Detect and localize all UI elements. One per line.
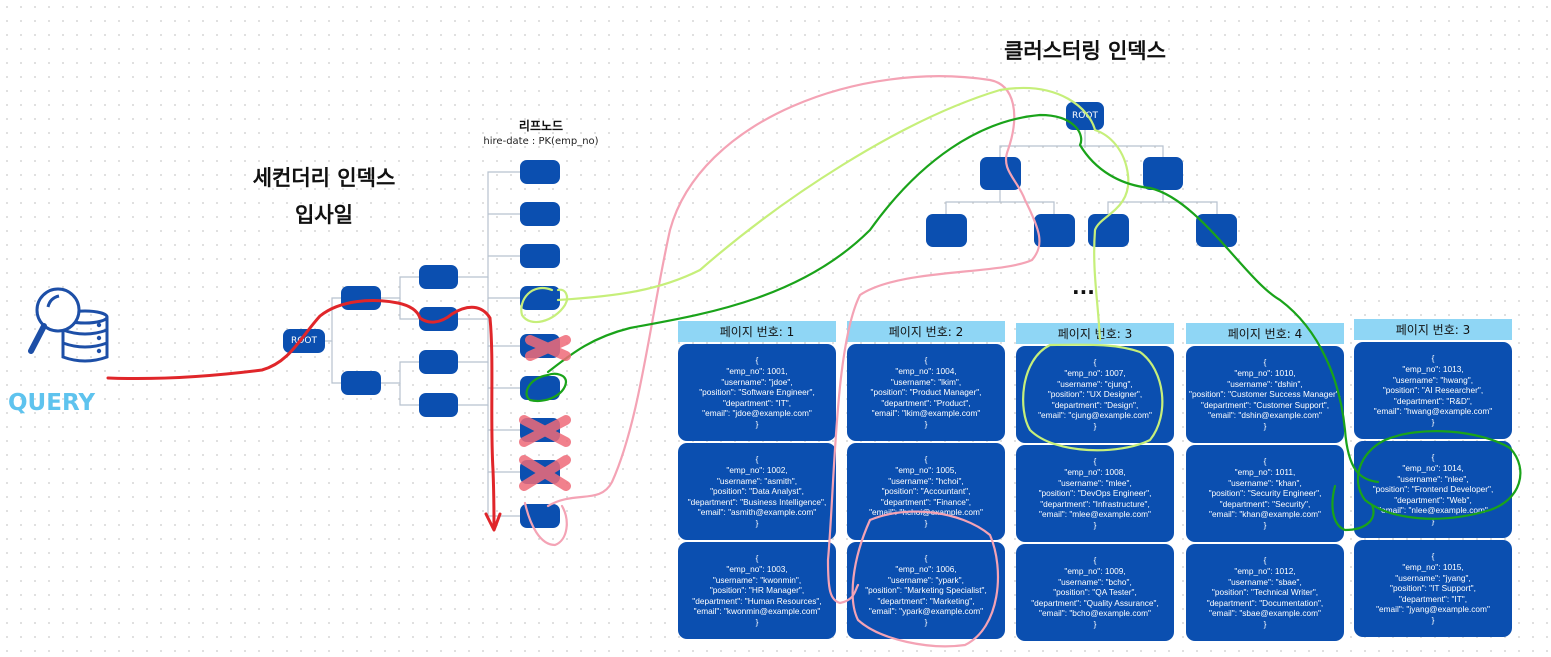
leaf-nodes-title: 리프노드 <box>518 119 564 133</box>
record-card[interactable]: { "emp_no": 1005, "username": "hchoi", "… <box>847 443 1005 540</box>
leaf-node[interactable] <box>520 244 560 268</box>
secondary-index-title: 세컨더리 인덱스 <box>252 166 396 190</box>
path-pink <box>546 75 1041 605</box>
page-header: 페이지 번호: 3 <box>1354 319 1512 340</box>
record-card[interactable]: { "emp_no": 1009, "username": "bcho", "p… <box>1016 544 1174 641</box>
secondary-branch-node[interactable] <box>341 371 381 395</box>
secondary-index-subtitle: 입사일 <box>295 203 353 227</box>
clustered-root-node[interactable]: ROOT <box>1066 102 1104 130</box>
secondary-internal-node[interactable] <box>419 350 458 374</box>
clustered-internal-node[interactable] <box>926 214 967 247</box>
clustered-internal-node[interactable] <box>1196 214 1237 247</box>
leaf-node[interactable] <box>520 160 560 184</box>
record-card[interactable]: { "emp_no": 1004, "username": "lkim", "p… <box>847 344 1005 441</box>
cross-mark-icon <box>519 335 571 491</box>
path-lime <box>556 87 1130 342</box>
clustered-index-title: 클러스터링 인덱스 <box>1004 39 1166 63</box>
data-page: 페이지 번호: 3 { "emp_no": 1007, "username": … <box>1016 323 1174 641</box>
ellipsis: ... <box>1072 275 1095 299</box>
database-search-icon <box>28 283 110 383</box>
page-header: 페이지 번호: 4 <box>1186 323 1344 344</box>
record-card[interactable]: { "emp_no": 1002, "username": "asmith", … <box>678 443 836 540</box>
page-header: 페이지 번호: 3 <box>1016 323 1174 344</box>
record-card[interactable]: { "emp_no": 1007, "username": "cjung", "… <box>1016 346 1174 443</box>
secondary-branch-node[interactable] <box>341 286 381 310</box>
path-green <box>546 113 1380 484</box>
record-card[interactable]: { "emp_no": 1010, "username": "dshin", "… <box>1186 346 1344 443</box>
record-card[interactable]: { "emp_no": 1011, "username": "khan", "p… <box>1186 445 1344 542</box>
query-path-red <box>106 299 496 530</box>
leaf-node[interactable] <box>520 202 560 226</box>
clustered-branch-node[interactable] <box>1143 157 1183 190</box>
page-header: 페이지 번호: 2 <box>847 321 1005 342</box>
record-card[interactable]: { "emp_no": 1014, "username": "nlee", "p… <box>1354 441 1512 538</box>
data-page: 페이지 번호: 1 { "emp_no": 1001, "username": … <box>678 321 836 639</box>
clustered-branch-node[interactable] <box>980 157 1021 190</box>
record-card[interactable]: { "emp_no": 1001, "username": "jdoe", "p… <box>678 344 836 441</box>
query-label: QUERY <box>8 390 96 416</box>
leaf-node[interactable] <box>520 286 560 310</box>
page-header: 페이지 번호: 1 <box>678 321 836 342</box>
secondary-internal-node[interactable] <box>419 307 458 331</box>
record-card[interactable]: { "emp_no": 1003, "username": "kwonmin",… <box>678 542 836 639</box>
record-card[interactable]: { "emp_no": 1006, "username": "ypark", "… <box>847 542 1005 639</box>
record-card[interactable]: { "emp_no": 1013, "username": "hwang", "… <box>1354 342 1512 439</box>
secondary-internal-node[interactable] <box>419 393 458 417</box>
record-card[interactable]: { "emp_no": 1015, "username": "jyang", "… <box>1354 540 1512 637</box>
leaf-nodes-subtitle: hire-date : PK(emp_no) <box>483 136 599 147</box>
secondary-internal-node[interactable] <box>419 265 458 289</box>
data-page: 페이지 번호: 4 { "emp_no": 1010, "username": … <box>1186 323 1344 641</box>
record-card[interactable]: { "emp_no": 1008, "username": "mlee", "p… <box>1016 445 1174 542</box>
secondary-root-node[interactable]: ROOT <box>283 329 325 353</box>
record-card[interactable]: { "emp_no": 1012, "username": "sbae", "p… <box>1186 544 1344 641</box>
clustered-internal-node[interactable] <box>1034 214 1075 247</box>
data-page: 페이지 번호: 3 { "emp_no": 1013, "username": … <box>1354 319 1512 637</box>
data-page: 페이지 번호: 2 { "emp_no": 1004, "username": … <box>847 321 1005 639</box>
